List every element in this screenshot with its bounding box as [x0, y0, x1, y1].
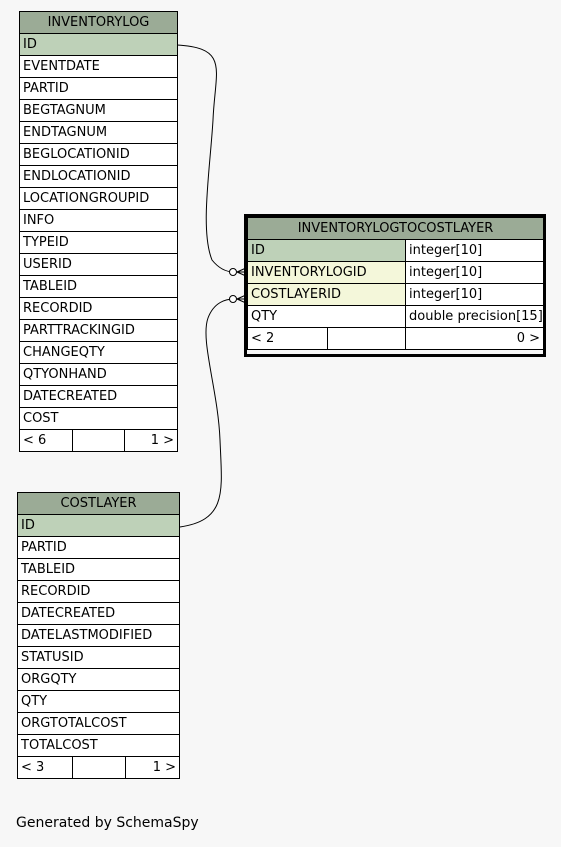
- column-row[interactable]: ORGTOTALCOST: [16, 712, 181, 735]
- column-name[interactable]: TYPEID: [19, 231, 178, 254]
- crowfoot-zero-icon: [229, 268, 237, 276]
- generated-by-footer: Generated by SchemaSpy: [16, 815, 199, 831]
- column-row[interactable]: RECORDID: [19, 297, 178, 320]
- column-name[interactable]: TABLEID: [16, 558, 181, 581]
- column-name[interactable]: INVENTORYLOGID: [247, 261, 406, 284]
- column-row[interactable]: ENDTAGNUM: [19, 121, 178, 144]
- column-name[interactable]: TOTALCOST: [16, 734, 181, 757]
- column-name[interactable]: STATUSID: [16, 646, 181, 669]
- column-row[interactable]: ID: [19, 33, 178, 56]
- column-name[interactable]: QTY: [247, 305, 406, 328]
- column-row[interactable]: EVENTDATE: [19, 55, 178, 78]
- column-name[interactable]: ENDLOCATIONID: [19, 165, 178, 188]
- table-footer-row: < 3 1 >: [17, 756, 181, 779]
- footer-spacer: [72, 756, 126, 779]
- parents-count: < 3: [17, 756, 73, 779]
- column-name[interactable]: COSTLAYERID: [247, 283, 406, 306]
- column-name[interactable]: BEGTAGNUM: [19, 99, 178, 122]
- column-row[interactable]: ORGQTY: [16, 668, 181, 691]
- column-name[interactable]: DATECREATED: [19, 385, 178, 408]
- column-name[interactable]: USERID: [19, 253, 178, 276]
- crowfoot-many-icon: [236, 294, 247, 304]
- column-name[interactable]: ID: [19, 33, 178, 56]
- column-row[interactable]: COST: [19, 407, 178, 430]
- column-name[interactable]: QTYONHAND: [19, 363, 178, 386]
- column-row[interactable]: INFO: [19, 209, 178, 232]
- column-name[interactable]: INFO: [19, 209, 178, 232]
- column-row[interactable]: DATECREATED: [19, 385, 178, 408]
- column-name[interactable]: COST: [19, 407, 178, 430]
- relationship-costlayer-to-link: [179, 298, 235, 528]
- column-row[interactable]: TABLEID: [16, 558, 181, 581]
- children-count: 1 >: [124, 756, 181, 779]
- footer-spacer: [72, 429, 125, 452]
- column-name[interactable]: ORGTOTALCOST: [16, 712, 181, 735]
- column-name[interactable]: CHANGEQTY: [19, 341, 178, 364]
- column-name[interactable]: BEGLOCATIONID: [19, 143, 178, 166]
- column-row[interactable]: PARTID: [19, 77, 178, 100]
- column-name[interactable]: RECORDID: [19, 297, 178, 320]
- column-name[interactable]: RECORDID: [16, 580, 181, 603]
- column-type: integer[10]: [404, 261, 545, 284]
- column-name[interactable]: ID: [16, 514, 181, 537]
- column-row[interactable]: DATELASTMODIFIED: [16, 624, 181, 647]
- relationship-inventorylog-to-link: [176, 44, 235, 273]
- column-name[interactable]: ENDTAGNUM: [19, 121, 178, 144]
- column-row[interactable]: USERID: [19, 253, 178, 276]
- column-row[interactable]: PARTID: [16, 536, 181, 559]
- column-name[interactable]: PARTID: [16, 536, 181, 559]
- column-type: double precision[15]: [404, 305, 545, 328]
- table-header-costlayer[interactable]: COSTLAYER: [16, 492, 181, 515]
- column-type: integer[10]: [404, 283, 545, 306]
- column-row[interactable]: ENDLOCATIONID: [19, 165, 178, 188]
- column-name[interactable]: LOCATIONGROUPID: [19, 187, 178, 210]
- column-row[interactable]: CHANGEQTY: [19, 341, 178, 364]
- column-row[interactable]: BEGTAGNUM: [19, 99, 178, 122]
- children-count: 1 >: [124, 429, 178, 452]
- crowfoot-zero-icon: [229, 295, 237, 303]
- column-row[interactable]: DATECREATED: [16, 602, 181, 625]
- column-name[interactable]: ID: [247, 239, 406, 262]
- column-row[interactable]: TOTALCOST: [16, 734, 181, 757]
- column-name[interactable]: DATELASTMODIFIED: [16, 624, 181, 647]
- column-name[interactable]: QTY: [16, 690, 181, 713]
- table-footer-row: < 2 0 >: [247, 327, 545, 350]
- parents-count: < 2: [247, 327, 328, 350]
- column-row[interactable]: PARTTRACKINGID: [19, 319, 178, 342]
- column-name[interactable]: PARTID: [19, 77, 178, 100]
- footer-spacer: [327, 327, 406, 350]
- children-count: 0 >: [404, 327, 545, 350]
- column-row[interactable]: LOCATIONGROUPID: [19, 187, 178, 210]
- column-name[interactable]: TABLEID: [19, 275, 178, 298]
- column-row[interactable]: TYPEID: [19, 231, 178, 254]
- column-name[interactable]: ORGQTY: [16, 668, 181, 691]
- column-type: integer[10]: [404, 239, 545, 262]
- column-row[interactable]: RECORDID: [16, 580, 181, 603]
- table-header-inventorylog[interactable]: INVENTORYLOG: [19, 11, 178, 34]
- column-row[interactable]: TABLEID: [19, 275, 178, 298]
- crowfoot-many-icon: [236, 267, 247, 277]
- table-header-inventorylogtocostlayer[interactable]: INVENTORYLOGTOCOSTLAYER: [246, 217, 545, 240]
- column-name[interactable]: DATECREATED: [16, 602, 181, 625]
- column-row[interactable]: BEGLOCATIONID: [19, 143, 178, 166]
- column-row[interactable]: ID: [16, 514, 181, 537]
- column-name[interactable]: EVENTDATE: [19, 55, 178, 78]
- column-name[interactable]: PARTTRACKINGID: [19, 319, 178, 342]
- column-row[interactable]: QTY: [16, 690, 181, 713]
- table-footer-row: < 6 1 >: [19, 429, 178, 452]
- parents-count: < 6: [19, 429, 73, 452]
- column-row[interactable]: QTYONHAND: [19, 363, 178, 386]
- column-row[interactable]: STATUSID: [16, 646, 181, 669]
